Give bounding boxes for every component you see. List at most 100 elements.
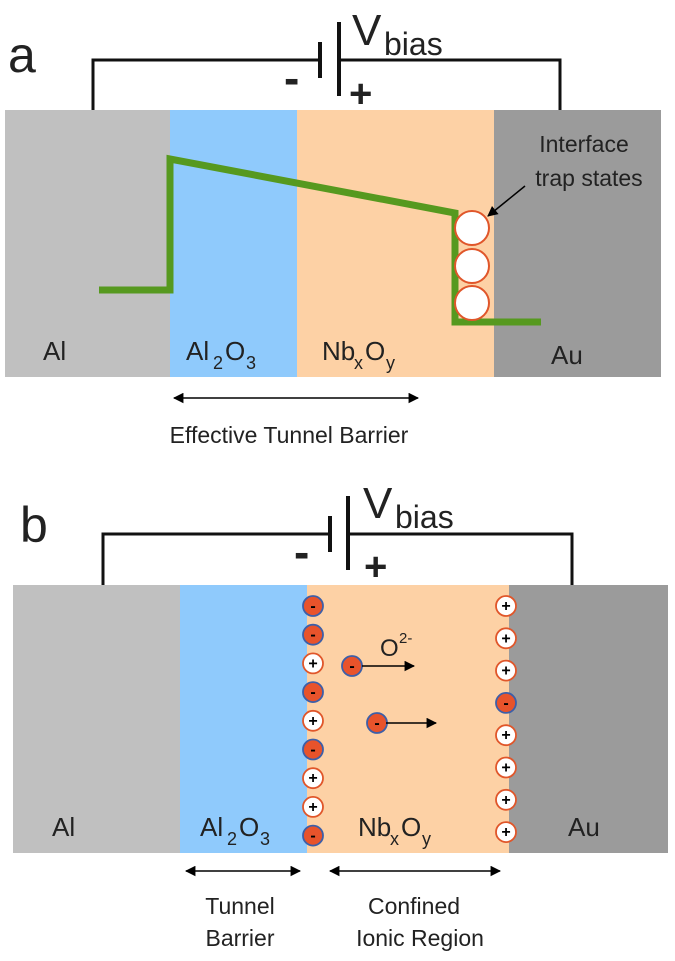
panel-a-nbxoy-label: Nb x O y <box>322 336 395 373</box>
panel-b-vbias-symbol: V <box>363 479 393 528</box>
panel-b-tunnel-label-line1: Tunnel <box>205 893 274 919</box>
svg-text:+: + <box>501 630 510 647</box>
panel-a-au-label: Au <box>551 340 583 370</box>
svg-text:-: - <box>503 695 508 712</box>
interface-charge-right: + <box>495 627 517 650</box>
svg-text:+: + <box>308 770 317 787</box>
panel-b-bias-label: V bias <box>363 479 454 535</box>
interface-charge-left: - <box>302 623 324 646</box>
svg-text:-: - <box>310 598 315 615</box>
svg-text:O: O <box>380 635 399 662</box>
panel-a-bias-circuit <box>91 22 562 110</box>
svg-text:O: O <box>239 812 259 842</box>
panel-b-au-layer <box>509 585 668 853</box>
svg-text:O: O <box>401 812 421 842</box>
interface-charge-right: + <box>495 756 517 779</box>
panel-a-barrier-label: Effective Tunnel Barrier <box>170 422 409 448</box>
svg-text:x: x <box>390 829 399 849</box>
svg-text:+: + <box>501 792 510 809</box>
svg-text:+: + <box>501 824 510 841</box>
svg-text:2: 2 <box>227 829 237 849</box>
interface-charge-left: - <box>302 681 324 703</box>
interface-charge-left: - <box>302 824 324 847</box>
svg-text:-: - <box>374 715 379 732</box>
panel-b-tunnel-label-line2: Barrier <box>205 925 274 951</box>
panel-b-au-label: Au <box>568 812 600 842</box>
interface-charge-left: + <box>302 709 324 732</box>
panel-a-label: a <box>8 27 36 83</box>
interface-charge-right: + <box>495 821 517 843</box>
svg-text:y: y <box>386 353 395 373</box>
panel-b-al2o3-layer <box>180 585 308 853</box>
svg-text:+: + <box>501 663 510 680</box>
panel-a-nbxoy-layer <box>297 110 495 377</box>
panel-b-al2o3-label: Al 2 O 3 <box>200 812 270 849</box>
svg-text:+: + <box>308 713 317 730</box>
panel-a-al-label: Al <box>43 336 66 366</box>
svg-text:-: - <box>349 658 354 675</box>
panel-b-nbxoy-layer <box>307 585 510 853</box>
panel-b-left-interface-charges: - - + - + - + + - <box>302 595 324 847</box>
panel-b-ionic-label-line1: Confined <box>368 893 460 919</box>
svg-text:Al: Al <box>200 812 223 842</box>
svg-text:-: - <box>310 684 315 701</box>
panel-b-ion-label: O 2- <box>380 630 412 662</box>
interface-charge-left: + <box>302 796 324 818</box>
svg-text:3: 3 <box>260 829 270 849</box>
panel-b-right-interface-charges: + + + - + + + + <box>495 595 517 843</box>
svg-text:Nb: Nb <box>322 336 355 366</box>
panel-b-label: b <box>20 497 48 553</box>
svg-text:O: O <box>365 336 385 366</box>
svg-text:+: + <box>501 727 510 744</box>
panel-a-trap-pointer-arrow <box>487 185 526 217</box>
svg-text:+: + <box>501 760 510 777</box>
panel-a-annotation-line2: trap states <box>535 165 642 191</box>
panel-b-minus-sign: - <box>294 526 309 578</box>
panel-a-band-line <box>99 154 541 326</box>
panel-b-plus-sign: + <box>364 545 387 589</box>
interface-charge-right: - <box>495 692 517 714</box>
panel-b-ionic-label-line2: Ionic Region <box>356 925 484 951</box>
panel-a-bias-label: V bias <box>352 6 443 62</box>
panel-b-al-label: Al <box>52 812 75 842</box>
panel-a-al2o3-label: Al 2 O 3 <box>186 336 256 373</box>
oxygen-ion: - <box>366 712 388 734</box>
panel-a: a V bias - + Interface trap states <box>5 6 661 448</box>
svg-text:-: - <box>310 742 315 759</box>
interface-charge-left: - <box>302 738 324 761</box>
svg-text:y: y <box>422 829 431 849</box>
panel-b-vbias-subscript: bias <box>395 499 454 535</box>
panel-a-al-layer <box>5 110 171 377</box>
panel-a-plus-sign: + <box>349 72 372 116</box>
interface-charge-right: + <box>495 595 517 617</box>
svg-text:2: 2 <box>213 353 223 373</box>
panel-b-nbxoy-label: Nb x O y <box>358 812 431 849</box>
svg-text:O: O <box>225 336 245 366</box>
panel-b-bias-circuit <box>101 496 574 585</box>
panel-b: b V bias - + - - + - + - + + - + + + - + + + + - - O 2- <box>13 479 668 951</box>
interface-charge-right: + <box>495 659 517 682</box>
panel-a-trap-states <box>454 210 490 321</box>
panel-a-annotation-line1: Interface <box>539 131 629 157</box>
svg-text:Nb: Nb <box>358 812 391 842</box>
interface-charge-right: + <box>495 788 517 811</box>
interface-charge-right: + <box>495 724 517 747</box>
svg-text:Al: Al <box>186 336 209 366</box>
svg-text:2-: 2- <box>399 630 412 647</box>
svg-text:-: - <box>310 627 315 644</box>
panel-a-minus-sign: - <box>284 52 299 104</box>
svg-text:-: - <box>310 828 315 845</box>
interface-charge-left: + <box>302 652 324 675</box>
svg-text:x: x <box>354 353 363 373</box>
oxygen-ion: - <box>341 655 363 677</box>
panel-b-al-layer <box>13 585 181 853</box>
svg-text:+: + <box>308 655 317 672</box>
panel-a-au-layer <box>494 110 661 377</box>
svg-text:+: + <box>501 598 510 615</box>
svg-text:+: + <box>308 799 317 816</box>
panel-a-al2o3-layer <box>170 110 298 377</box>
svg-text:3: 3 <box>246 353 256 373</box>
interface-charge-left: + <box>302 767 324 790</box>
interface-charge-left: - <box>302 595 324 617</box>
